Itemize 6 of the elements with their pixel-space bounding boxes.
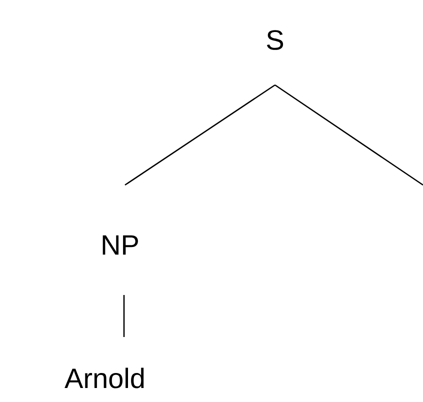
tree-label: Arnold bbox=[64, 368, 144, 388]
tree-label: NP bbox=[102, 235, 138, 255]
branch-line bbox=[274, 84, 423, 186]
branch-line bbox=[124, 84, 276, 186]
tree-label: S bbox=[266, 30, 284, 50]
branch-line bbox=[123, 295, 125, 337]
